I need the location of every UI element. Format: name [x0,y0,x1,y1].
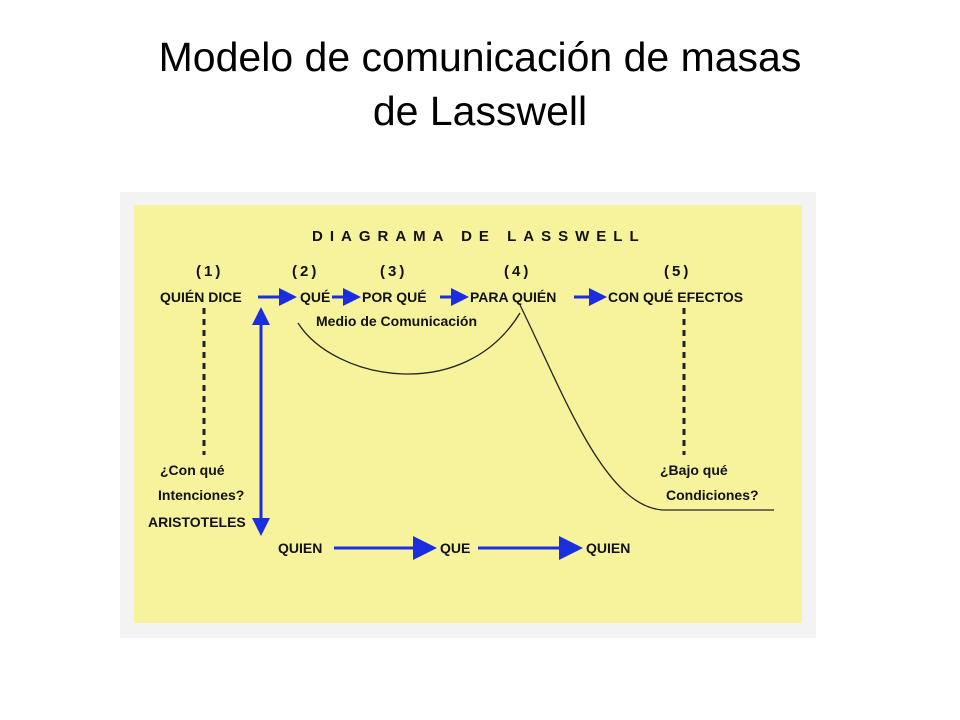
aristotle-step-whom: QUIEN [586,540,630,556]
step-who-says: QUIÉN DICE [160,289,242,305]
slide-title-line-1: Modelo de comunicación de masas [158,34,802,80]
diagram-canvas: DIAGRAMA DE LASSWELL (1) (2) (3) (4) (5)… [148,228,774,560]
step-effects: CON QUÉ EFECTOS [608,289,743,305]
question-intentions-line-1: ¿Con qué [160,462,225,478]
figure-frame: DIAGRAMA DE LASSWELL (1) (2) (3) (4) (5)… [120,192,816,638]
lasswell-diagram: DIAGRAMA DE LASSWELL (1) (2) (3) (4) (5)… [134,205,802,623]
step-to-whom: PARA QUIÉN [470,289,556,305]
step-number-2: (2) [292,263,319,280]
diagram-heading: DIAGRAMA DE LASSWELL [312,228,646,245]
question-intentions-line-2: Intenciones? [158,487,244,503]
medium-label: Medio de Comunicación [316,313,477,329]
question-conditions-line-1: ¿Bajo qué [660,462,728,478]
step-number-5: (5) [664,263,691,280]
aristotle-label: ARISTOTELES [148,514,246,530]
slide-title-line-2: de Lasswell [372,88,588,134]
step-what: QUÉ [300,289,330,305]
step-number-3: (3) [380,263,407,280]
question-conditions-line-2: Condiciones? [666,487,759,503]
medium-curve [297,312,521,375]
step-number-4: (4) [504,263,531,280]
aristotle-step-who: QUIEN [278,540,322,556]
slide-title: Modelo de comunicación de masas de Lassw… [40,30,920,138]
aristotle-step-what: QUE [440,540,470,556]
step-number-1: (1) [196,263,223,280]
step-why: POR QUÉ [362,289,427,305]
condition-curve [519,304,774,511]
